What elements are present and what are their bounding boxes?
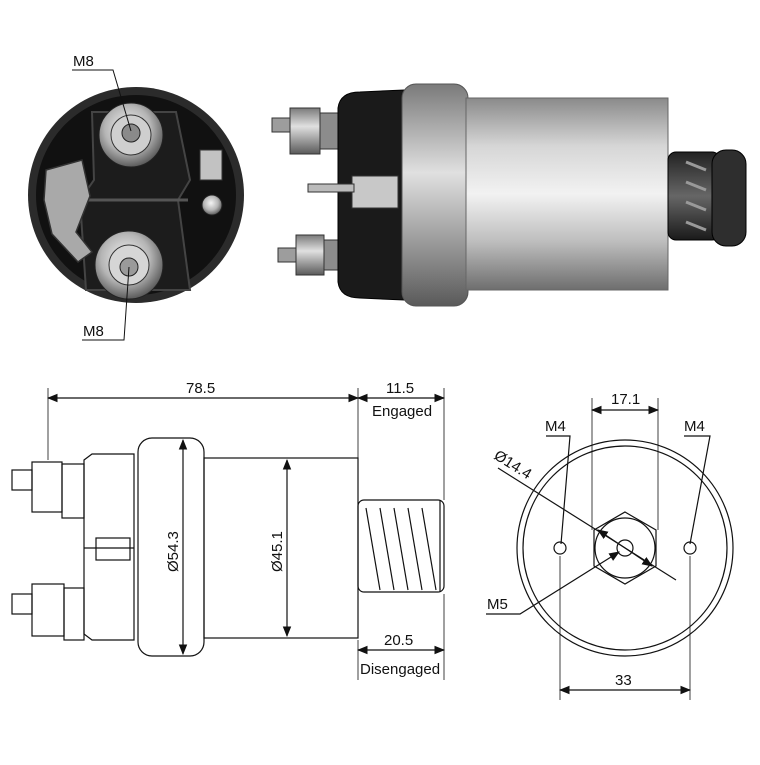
photo-side-view: [271, 83, 747, 307]
drawing-plunger: [357, 499, 445, 593]
stud-upper-nut: [31, 461, 63, 513]
bolt-circle-value: 33: [615, 672, 632, 689]
label-m4-right: M4: [684, 418, 705, 435]
front-outer-circle: [516, 439, 734, 657]
front-inner-circle: [522, 445, 728, 651]
stud-upper-end: [11, 469, 33, 491]
rear-stud-upper-tip: [271, 117, 291, 133]
stud-lower-nut: [31, 583, 65, 637]
leader-upper-m8: [72, 69, 132, 132]
drawing-side-view: [11, 388, 446, 680]
rear-nut-lower: [295, 234, 325, 276]
side-spade-terminal: [351, 175, 399, 209]
stud-upper-washer: [61, 463, 85, 519]
disengaged-value: 20.5: [384, 632, 413, 649]
return-spring: [685, 160, 707, 232]
drawing-front-view: [486, 398, 734, 700]
length-value: 78.5: [186, 380, 215, 397]
plunger-head: [711, 149, 747, 247]
leader-m5: [486, 551, 620, 615]
body-diameter-value: Ø45.1: [269, 531, 286, 572]
rear-nut-upper: [289, 107, 321, 155]
drawing-cap: [83, 453, 135, 641]
engaged-label: Engaged: [372, 403, 432, 420]
label-m4-left: M4: [545, 418, 566, 435]
center-hex-boss: [594, 517, 656, 579]
leader-m4-left: [546, 435, 571, 545]
stud-lower-end: [11, 593, 33, 615]
rear-washer-upper: [319, 112, 339, 150]
leader-m4-right: [684, 435, 711, 545]
label-lower-m8: M8: [83, 323, 104, 340]
flange-diameter-value: Ø54.3: [165, 531, 182, 572]
dim-hex-arrows: [597, 529, 653, 567]
drawing-spade: [95, 537, 131, 561]
hole-spacing-value: 17.1: [611, 391, 640, 408]
stud-lower-washer: [63, 587, 85, 641]
leader-lower-m8: [82, 266, 130, 341]
center-hex: [593, 511, 657, 585]
terminal-strap: [43, 159, 94, 263]
mount-hole-left: [553, 541, 567, 555]
spade-terminal: [199, 149, 223, 181]
label-upper-m8: M8: [73, 53, 94, 70]
flange-ring: [401, 83, 469, 307]
spade-screw: [201, 194, 223, 216]
rear-stud-lower-tip: [277, 247, 297, 263]
label-m5: M5: [487, 596, 508, 613]
disengaged-label: Disengaged: [360, 661, 440, 678]
upper-terminal-stud: [121, 123, 141, 143]
side-spade-blade: [307, 183, 355, 193]
engaged-value: 11.5: [386, 380, 414, 397]
solenoid-can: [465, 97, 669, 291]
drawing-spring: [365, 507, 437, 591]
photo-end-view: M8 M8: [28, 53, 244, 341]
